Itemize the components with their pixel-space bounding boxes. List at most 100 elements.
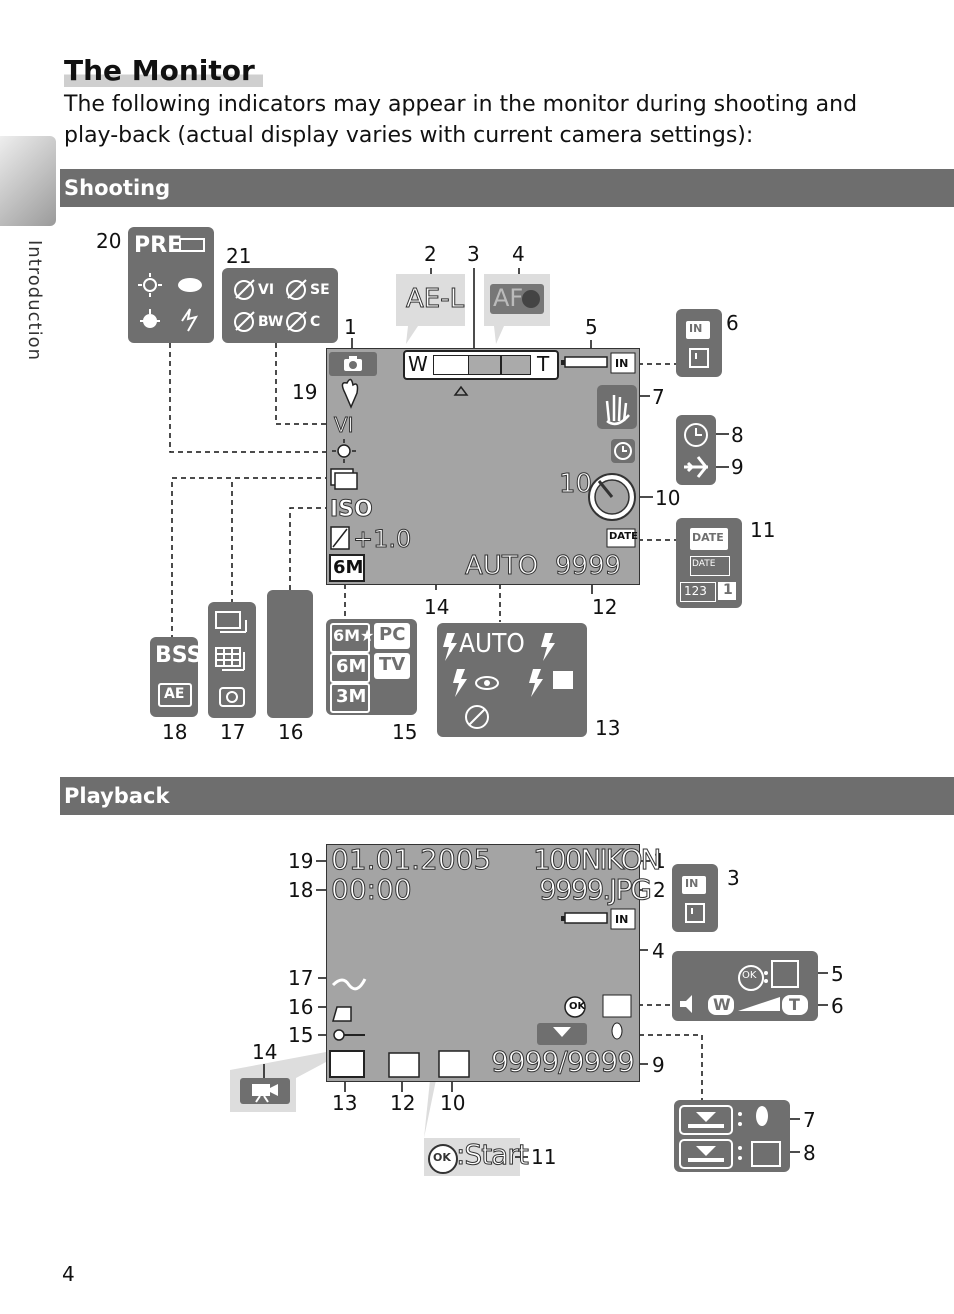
sharpness-callout xyxy=(267,590,313,718)
frames-remaining: 9999 xyxy=(554,551,622,582)
zoom-w-label: W xyxy=(408,352,428,376)
shoot-num-11: 11 xyxy=(750,518,776,542)
date-imprint-indicator: DATE xyxy=(609,531,638,542)
section-shooting-heading: Shooting xyxy=(60,169,954,207)
play-num-19: 19 xyxy=(288,849,314,873)
side-label: Introduction xyxy=(24,240,45,362)
playback-memory-indicator: IN xyxy=(615,913,629,926)
af-indicator-box: AF xyxy=(490,284,544,314)
playback-frame-count: 9999/9999 xyxy=(491,1045,636,1079)
playback-ok-label: OK xyxy=(569,1001,586,1012)
shoot-num-15: 15 xyxy=(392,720,418,744)
exposure-comp-value: +1.0 xyxy=(352,525,412,554)
movie-camera-icon xyxy=(252,1084,278,1103)
play-num-9: 9 xyxy=(652,1053,665,1077)
page-number: 4 xyxy=(62,1262,75,1286)
size-6m-icon: 6M xyxy=(330,653,370,683)
play-num-16: 16 xyxy=(288,995,314,1019)
clock-travel-icons xyxy=(684,423,708,478)
image-size-indicator: 6M xyxy=(333,557,364,578)
side-tab xyxy=(0,136,56,226)
color-effects-icons xyxy=(234,279,307,332)
effects-vi-indicator: VI xyxy=(334,413,355,438)
shoot-num-21: 21 xyxy=(226,244,252,268)
play-num-11: 11 xyxy=(531,1145,557,1169)
section-playback-heading: Playback xyxy=(60,777,954,815)
counter-one-icon: 1 xyxy=(718,582,736,600)
shoot-num-5: 5 xyxy=(585,315,598,339)
af-dot-icon xyxy=(522,290,540,308)
play-num-15: 15 xyxy=(288,1023,314,1047)
auto-exposure-bracket-icon: AE xyxy=(158,683,192,707)
flash-mode-indicator: AUTO xyxy=(464,551,539,582)
playback-monitor-screen: 01.01.2005 00:00 100NIKON 9999.JPG 9999/… xyxy=(326,843,662,1082)
play-num-2: 2 xyxy=(653,878,666,902)
voice-memo-zoom-icons xyxy=(680,960,799,1013)
size-tv-icon: TV xyxy=(374,653,410,679)
shoot-num-4: 4 xyxy=(512,242,525,266)
play-num-14: 14 xyxy=(252,1040,278,1064)
camera-mode-icon xyxy=(329,352,377,376)
size-pc-icon: PC xyxy=(374,623,410,649)
iso-indicator: ISO xyxy=(330,497,374,523)
shooting-diagram: 1 2 3 4 5 6 7 8 9 10 11 12 13 14 15 16 1… xyxy=(96,227,776,744)
shoot-num-2: 2 xyxy=(424,242,437,266)
playback-time: 00:00 xyxy=(331,873,413,907)
shoot-num-17: 17 xyxy=(220,720,246,744)
voice-recording-icons xyxy=(679,1105,781,1169)
playback-screen-icons xyxy=(329,908,636,1078)
ok-start-label: :Start xyxy=(456,1138,530,1172)
play-num-17: 17 xyxy=(288,966,314,990)
playback-folder-name: 100NIKON xyxy=(532,843,661,877)
page-title: The Monitor xyxy=(64,54,263,87)
flash-auto-label: AUTO xyxy=(459,629,525,659)
image-size-callout: 6M★ PC 6M TV 3M xyxy=(326,619,417,715)
wb-preset-label: PRE xyxy=(134,233,183,258)
size-3m-icon: 3M xyxy=(330,683,370,713)
af-indicator: AF xyxy=(493,284,524,312)
play-num-6: 6 xyxy=(831,994,844,1018)
shoot-num-19: 19 xyxy=(292,380,318,404)
voice-recording-callout xyxy=(674,1100,790,1172)
bss-label: BSS xyxy=(155,643,203,668)
shoot-num-18: 18 xyxy=(162,720,188,744)
date-status-callout xyxy=(676,415,716,485)
zoom-t-label: T xyxy=(537,352,550,376)
effect-vi-label: VI xyxy=(258,282,275,298)
shoot-num-7: 7 xyxy=(652,385,665,409)
effect-bw-label: BW xyxy=(258,314,284,330)
playback-memory-card-icon xyxy=(685,903,705,923)
intro-text: The following indicators may appear in t… xyxy=(64,92,858,148)
shoot-num-10: 10 xyxy=(655,486,681,510)
play-num-10: 10 xyxy=(440,1091,466,1115)
ae-lock-indicator: AE-L xyxy=(405,284,465,315)
play-num-7: 7 xyxy=(803,1108,816,1132)
play-num-4: 4 xyxy=(652,939,665,963)
ok-button-icon: OK xyxy=(738,965,764,991)
white-balance-callout: PRE xyxy=(128,227,214,343)
shooting-screen-icons xyxy=(329,352,637,582)
date-imprint-callout: DATE DATE 123 1 xyxy=(676,518,742,608)
zoom-t-icon: T xyxy=(782,995,808,1015)
shoot-num-13: 13 xyxy=(595,716,621,740)
play-num-3: 3 xyxy=(727,866,740,890)
white-balance-icons xyxy=(138,238,205,332)
continuous-mode-icons xyxy=(215,611,247,707)
play-num-1: 1 xyxy=(653,849,666,873)
flash-mode-callout: AUTO xyxy=(437,623,587,737)
self-timer-count: 10 xyxy=(558,469,593,500)
shoot-num-12: 12 xyxy=(592,595,618,619)
zoom-digital-marker xyxy=(500,356,502,374)
playback-internal-memory-icon: IN xyxy=(682,876,706,894)
memory-card-icon xyxy=(689,348,709,368)
zoom-bar-fill xyxy=(434,356,469,374)
effect-se-label: SE xyxy=(310,282,330,298)
date-imprint-icon: DATE xyxy=(690,528,728,550)
playback-file-name: 9999.JPG xyxy=(539,873,653,907)
memory-callout: IN xyxy=(676,309,722,377)
shoot-num-9: 9 xyxy=(731,455,744,479)
continuous-mode-callout xyxy=(208,602,256,718)
shooting-monitor-screen: W T xyxy=(326,348,640,585)
shoot-num-3: 3 xyxy=(467,242,480,266)
